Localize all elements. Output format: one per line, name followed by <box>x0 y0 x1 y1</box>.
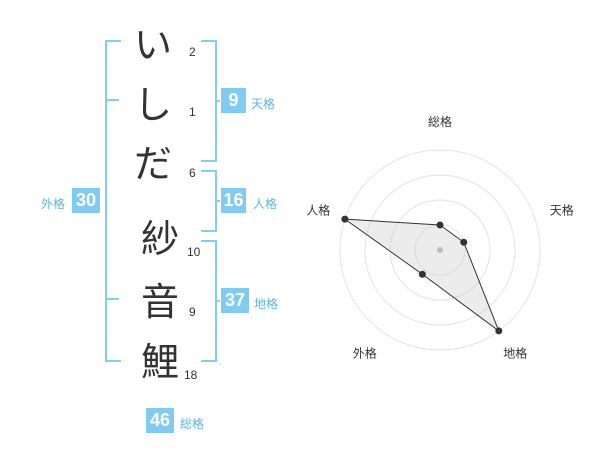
name-char-4: 紗 <box>140 217 179 261</box>
tenkaku-value: 9 <box>221 88 246 113</box>
radar-axis-label-1: 総格 <box>428 114 452 129</box>
name-char-2: し <box>133 83 172 127</box>
soukaku-label: 総格 <box>180 417 205 431</box>
gaikaku-bracket-tick-upper <box>105 99 119 101</box>
chikaku-value: 37 <box>221 288 249 313</box>
stroke-count-4: 10 <box>187 245 201 259</box>
radar-axis-label-3: 地格 <box>503 346 527 361</box>
name-char-3: だ <box>133 142 172 186</box>
chikaku-label: 地格 <box>254 297 279 311</box>
radar-point-3 <box>495 327 503 335</box>
radar-area <box>343 218 500 333</box>
tenkaku-label: 天格 <box>251 97 276 111</box>
jinkaku-connector <box>215 200 220 202</box>
gaikaku-bracket <box>105 40 121 362</box>
stroke-count-1: 2 <box>189 45 196 59</box>
stroke-count-6: 18 <box>184 368 198 382</box>
radar-point-1 <box>436 221 444 229</box>
chikaku-connector <box>215 300 220 302</box>
radar-axis-label-2: 天格 <box>550 202 574 217</box>
radar-center-dot <box>437 247 443 253</box>
radar-point-2 <box>460 238 468 246</box>
stroke-count-2: 1 <box>189 105 196 119</box>
name-char-6: 鯉 <box>140 340 179 384</box>
gaikaku-label: 外格 <box>41 197 66 211</box>
gaikaku-value: 30 <box>72 188 100 213</box>
radar-point-5 <box>341 215 349 223</box>
jinkaku-label: 人格 <box>253 197 278 211</box>
gaikaku-bracket-tick-lower <box>105 298 119 300</box>
radar-ring-2 <box>389 199 491 301</box>
radar-ring-4 <box>339 149 541 351</box>
radar-ring-3 <box>364 174 516 326</box>
name-char-5: 音 <box>140 280 179 324</box>
radar-axis-label-5: 人格 <box>306 202 330 217</box>
stroke-count-3: 6 <box>189 166 196 180</box>
tenkaku-connector <box>215 100 220 102</box>
radar-axis-label-4: 外格 <box>353 346 377 361</box>
soukaku-value: 46 <box>146 408 174 433</box>
stroke-count-5: 9 <box>189 305 196 319</box>
radar-point-4 <box>418 270 426 278</box>
jinkaku-value: 16 <box>221 188 246 213</box>
name-char-1: い <box>133 23 172 67</box>
